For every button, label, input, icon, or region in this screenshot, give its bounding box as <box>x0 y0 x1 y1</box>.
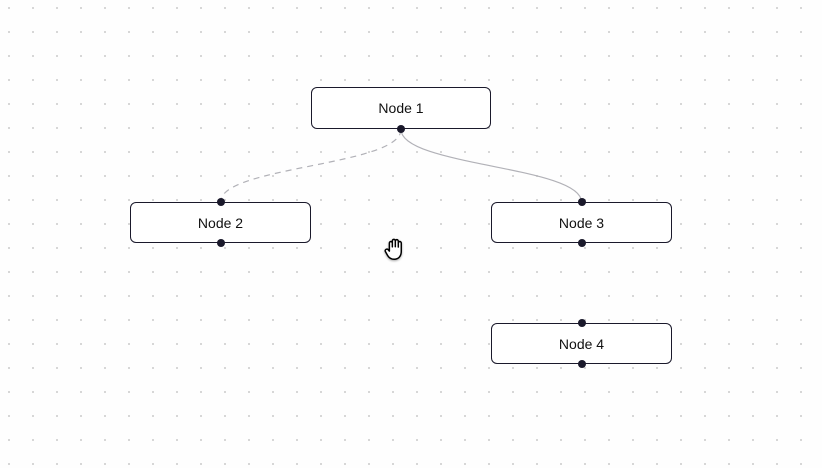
node-2-source-handle[interactable] <box>216 239 225 247</box>
node-1[interactable]: Node 1 <box>311 87 491 133</box>
node-2[interactable]: Node 2 <box>130 198 311 247</box>
node-3-label: Node 3 <box>558 214 605 231</box>
node-3[interactable]: Node 3 <box>491 198 672 247</box>
node-1-source-handle[interactable] <box>397 125 405 133</box>
node-4-target-handle[interactable] <box>577 319 586 327</box>
edge-node1-node2[interactable] <box>219 129 402 203</box>
node-3-target-handle[interactable] <box>577 198 586 206</box>
grab-hand-cursor-icon <box>384 238 403 260</box>
node-3-source-handle[interactable] <box>577 239 586 247</box>
node-1-label: Node 1 <box>378 100 424 116</box>
node-4-source-handle[interactable] <box>577 360 586 368</box>
node-4[interactable]: Node 4 <box>491 319 672 368</box>
node-2-target-handle[interactable] <box>216 198 225 206</box>
edge-node1-node3[interactable] <box>400 129 583 203</box>
node-4-label: Node 4 <box>558 335 605 352</box>
node-2-label: Node 2 <box>197 214 244 231</box>
